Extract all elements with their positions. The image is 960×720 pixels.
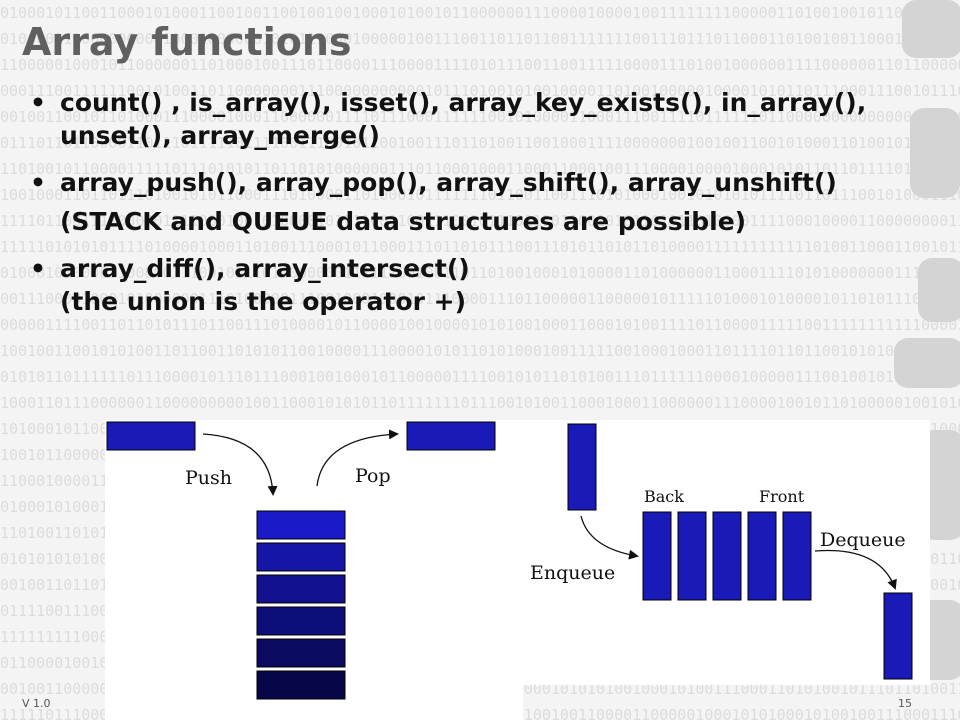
footer-version: V 1.0	[22, 697, 51, 710]
dequeue-outgoing-item	[883, 592, 913, 680]
push-label: Push	[185, 467, 232, 489]
bullet-dot: •	[30, 254, 46, 283]
enqueue-incoming-item	[567, 423, 597, 511]
queue-items	[642, 511, 812, 601]
bullet-dot: •	[30, 168, 46, 197]
bullet-list: • count() , is_array(), isset(), array_k…	[22, 86, 942, 318]
queue-item	[642, 511, 672, 601]
stack-item	[256, 574, 346, 604]
stack-item	[256, 606, 346, 636]
footer-page-number: 15	[898, 697, 912, 710]
bullet-item-set-functions: • array_diff(), array_intersect() (the u…	[22, 252, 942, 318]
bullet-line: count() , is_array(), isset(), array_key…	[60, 88, 867, 117]
enqueue-label: Enqueue	[530, 562, 615, 584]
enqueue-arrow	[580, 515, 639, 560]
queue-item	[747, 511, 777, 601]
bullet-line: unset(), array_merge()	[60, 121, 380, 150]
queue-item	[712, 511, 742, 601]
queue-diagram: Enqueue Back Front Dequeue	[523, 420, 930, 685]
stack-item	[256, 510, 346, 540]
bullet-line: array_push(), array_pop(), array_shift()…	[60, 168, 837, 197]
push-incoming-item	[106, 421, 196, 451]
bullet-line: array_diff(), array_intersect()	[60, 254, 470, 283]
queue-item	[782, 511, 812, 601]
pop-arrow	[316, 429, 399, 487]
pop-label: Pop	[355, 465, 391, 487]
bullet-item-stack-queue-functions: • array_push(), array_pop(), array_shift…	[22, 166, 942, 238]
stack-item	[256, 638, 346, 668]
push-arrow	[202, 433, 278, 496]
decorative-blocks	[880, 0, 960, 720]
queue-item	[677, 511, 707, 601]
bullet-line: (the union is the operator +)	[60, 287, 466, 316]
dequeue-arrow	[814, 549, 897, 590]
front-label: Front	[759, 487, 805, 506]
stack-diagram: Push Pop	[105, 420, 523, 720]
stack-item	[256, 670, 346, 700]
bullet-dot: •	[30, 88, 46, 117]
stack-item	[256, 542, 346, 572]
dequeue-label: Dequeue	[820, 529, 906, 551]
bullet-line: (STACK and QUEUE data structures are pos…	[60, 207, 747, 236]
back-label: Back	[644, 487, 684, 506]
bullet-item-basic-functions: • count() , is_array(), isset(), array_k…	[22, 86, 942, 152]
stack-diagram-svg: Push Pop	[106, 421, 496, 700]
pop-outgoing-item	[406, 421, 496, 451]
stack-items	[256, 510, 346, 700]
slide-title: Array functions	[22, 20, 352, 64]
queue-diagram-svg: Enqueue Back Front Dequeue	[530, 423, 913, 680]
